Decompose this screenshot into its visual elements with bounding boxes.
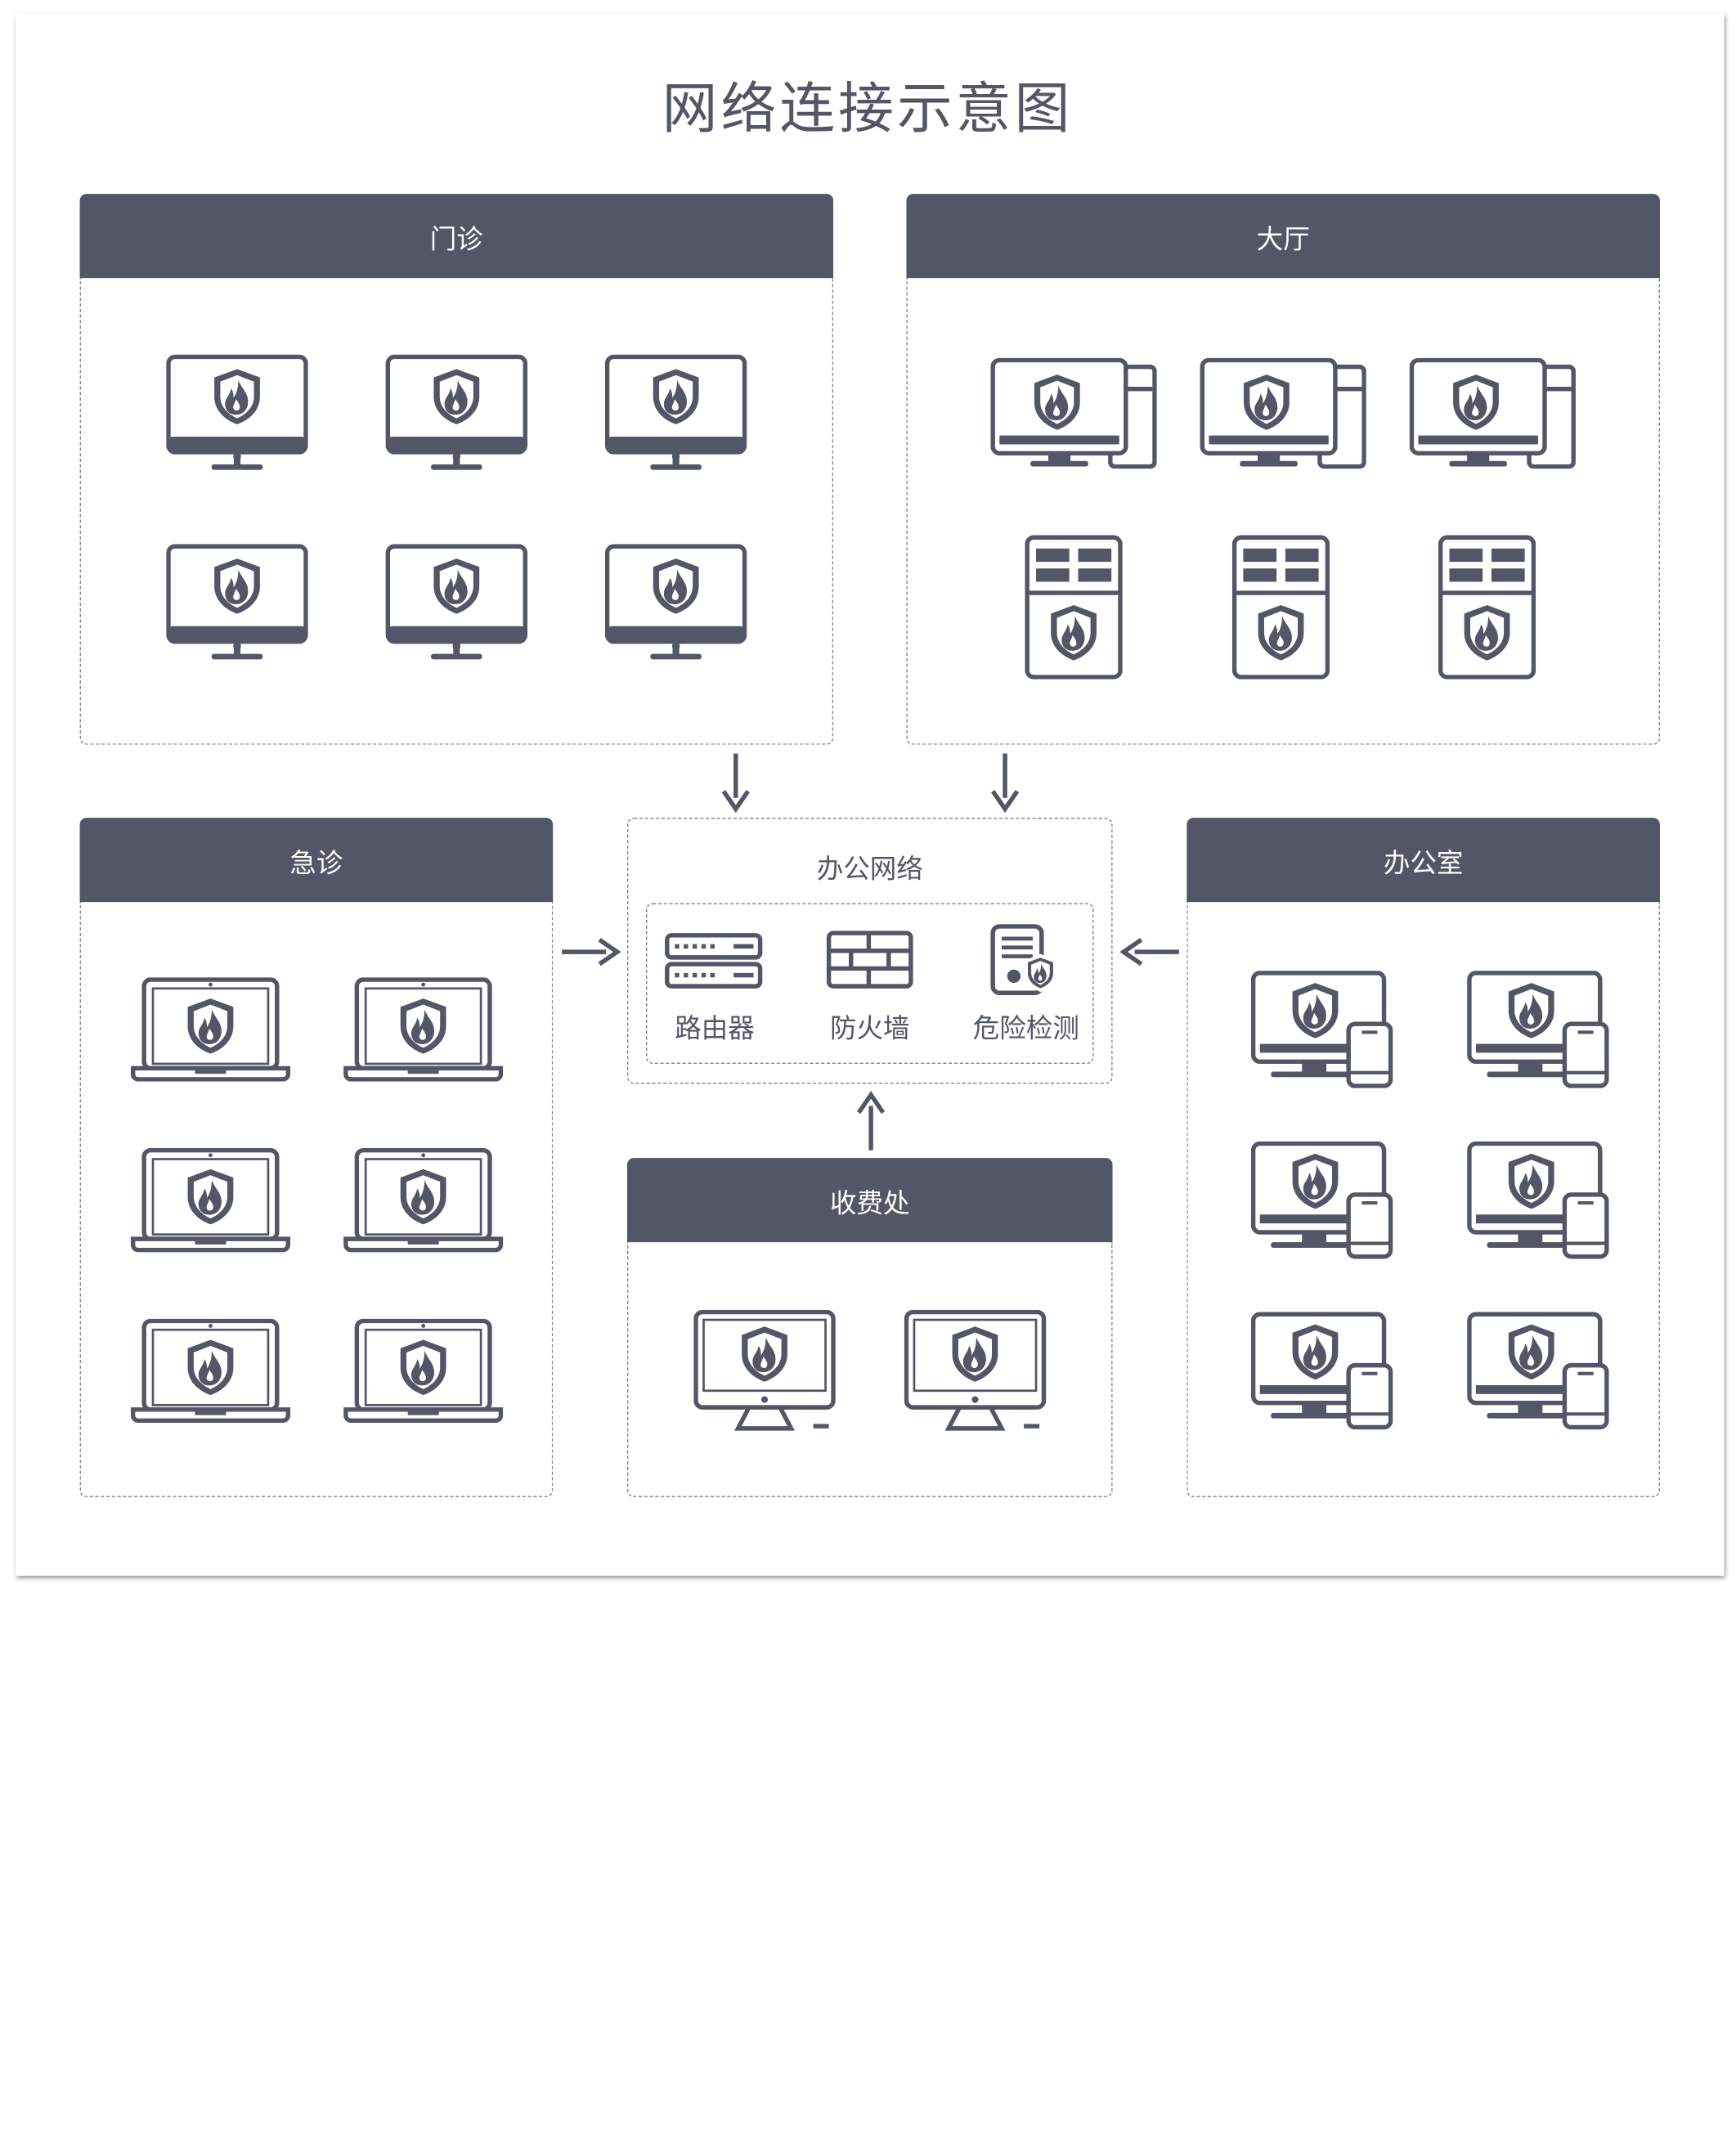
desktop-with-tower-icon xyxy=(1200,358,1366,469)
shield-monitor-icon xyxy=(386,355,527,473)
arrow-icon xyxy=(721,753,750,814)
group-body-bangongshi xyxy=(1186,902,1660,1497)
desktop-with-tower-icon xyxy=(1410,358,1576,469)
desktop-with-phone-icon xyxy=(1467,971,1608,1088)
group-header-jizhen: 急诊 xyxy=(79,818,554,903)
desktop-with-phone-icon xyxy=(1467,1142,1608,1259)
office-network-devices-box xyxy=(646,903,1094,1064)
server-cabinet-icon xyxy=(1438,536,1536,680)
desktop-with-phone-icon xyxy=(1251,1142,1393,1259)
firewall-label: 防火墙 xyxy=(829,1012,910,1044)
laptop-icon xyxy=(131,1319,290,1423)
office-network-box xyxy=(626,818,1113,1084)
shield-monitor-icon xyxy=(166,355,307,473)
router-icon xyxy=(665,933,763,989)
laptop-icon xyxy=(343,1319,503,1423)
arrow-icon xyxy=(1119,937,1179,967)
arrow-icon xyxy=(856,1091,886,1151)
group-body-menzhen xyxy=(79,278,834,745)
office-network-label: 办公网络 xyxy=(816,853,923,885)
arrow-icon xyxy=(990,753,1020,814)
group-header-dating: 大厅 xyxy=(906,194,1660,279)
arrow-icon xyxy=(562,937,621,967)
laptop-icon xyxy=(131,977,290,1081)
desktop-with-phone-icon xyxy=(1251,971,1393,1088)
desktop-with-tower-icon xyxy=(990,358,1156,469)
group-body-dating xyxy=(906,278,1660,745)
group-header-bangongshi: 办公室 xyxy=(1186,818,1660,903)
desktop-with-phone-icon xyxy=(1251,1312,1393,1430)
imac-icon xyxy=(693,1310,837,1434)
detection-label: 危险检测 xyxy=(972,1012,1079,1044)
group-header-shoufei: 收费处 xyxy=(626,1158,1113,1243)
laptop-icon xyxy=(343,977,503,1081)
server-cabinet-icon xyxy=(1232,536,1330,680)
server-cabinet-icon xyxy=(1025,536,1122,680)
laptop-icon xyxy=(131,1148,290,1252)
shield-monitor-icon xyxy=(386,544,527,662)
desktop-with-phone-icon xyxy=(1467,1312,1608,1430)
firewall-icon xyxy=(826,931,913,989)
router-label: 路由器 xyxy=(675,1012,755,1044)
group-body-shoufei xyxy=(626,1242,1113,1497)
group-body-jizhen xyxy=(79,902,554,1497)
laptop-icon xyxy=(343,1148,503,1252)
shield-monitor-icon xyxy=(605,355,747,473)
shield-monitor-icon xyxy=(605,544,747,662)
group-header-menzhen: 门诊 xyxy=(79,194,834,279)
shield-monitor-icon xyxy=(166,544,307,662)
diagram-title: 网络连接示意图 xyxy=(662,76,1074,141)
imac-icon xyxy=(904,1310,1048,1434)
threat-detection-icon xyxy=(990,924,1056,995)
